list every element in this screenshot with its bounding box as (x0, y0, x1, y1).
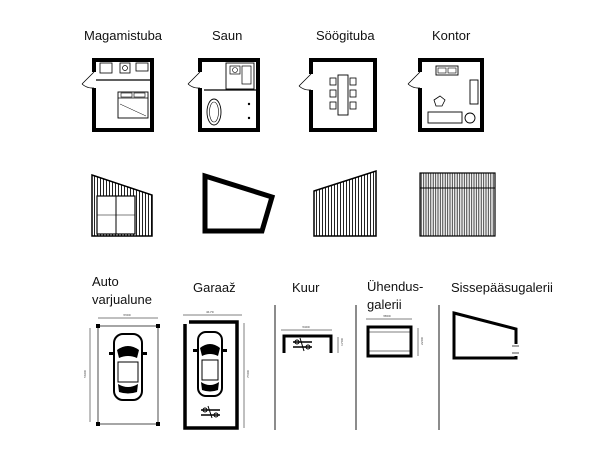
dim-shed-width: 3400 (302, 325, 310, 329)
plan-garaaz: 4170 7300 (181, 310, 250, 430)
car-icon (193, 331, 227, 397)
label-kontor: Kontor (432, 28, 471, 43)
plan-auto-varjualune: 3300 5600 (83, 313, 160, 426)
dim-shed-depth: 1700 (340, 338, 344, 346)
plan-kontor (407, 58, 484, 132)
label-saun: Saun (212, 28, 243, 43)
dim-carport-depth: 5600 (83, 370, 87, 378)
label-uhendus-line1: Ühendus- (367, 279, 424, 294)
elevation-kontor (419, 172, 496, 237)
label-auto-line2: varjualune (92, 292, 152, 307)
label-kuur: Kuur (292, 280, 320, 295)
label-auto-line1: Auto (92, 274, 119, 289)
label-magamistuba: Magamistuba (84, 28, 163, 43)
plan-saun (187, 58, 260, 132)
plan-kuur: 3400 1700 (274, 305, 344, 430)
bicycle-icon (201, 405, 220, 419)
label-sooogituba: Söögituba (316, 28, 375, 43)
dim-carport-width: 3300 (123, 313, 131, 317)
dim-garage-width: 4170 (206, 310, 214, 314)
dim-gallery-width: 3800 (383, 314, 391, 318)
elevation-saun (202, 172, 276, 234)
label-sissepaas: Sissepääsugalerii (451, 280, 553, 295)
bicycle-icon (293, 337, 312, 352)
plan-magamistuba (81, 58, 154, 132)
plan-uhendusgalerii: 3800 2200 (355, 305, 424, 430)
label-garaaz: Garaaž (193, 280, 236, 295)
elevation-magamistuba (91, 173, 153, 237)
dim-gallery-depth: 2200 (420, 337, 424, 345)
dim-garage-depth: 7300 (246, 370, 250, 378)
plan-sissepaasugalerii (438, 305, 519, 430)
plan-sooogituba (298, 58, 377, 132)
label-uhendus-line2: galerii (367, 297, 402, 312)
car-icon (109, 333, 147, 401)
elevation-sooogituba (313, 169, 377, 237)
